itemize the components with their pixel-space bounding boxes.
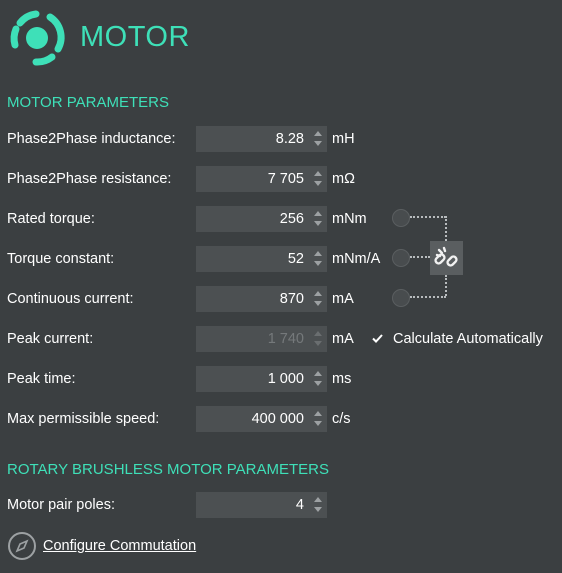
pole-pairs-value[interactable]: 4 — [295, 497, 304, 513]
rated-torque-input[interactable]: 256 — [196, 206, 327, 232]
continuous-current-label: Continuous current: — [7, 291, 134, 307]
max-speed-unit: c/s — [332, 411, 351, 427]
link-connector-line — [445, 216, 447, 241]
row-torque-constant: Torque constant: 52 mNm/A — [7, 246, 557, 272]
increment-arrow-icon[interactable] — [314, 411, 322, 416]
link-connector-line — [410, 216, 446, 218]
row-rated-torque: Rated torque: 256 mNm — [7, 206, 557, 232]
decrement-arrow-icon[interactable] — [314, 261, 322, 266]
link-toggle-button[interactable] — [430, 241, 463, 275]
max-speed-value[interactable]: 400 000 — [251, 411, 304, 427]
rated-torque-label: Rated torque: — [7, 211, 95, 227]
link-connector-line — [410, 296, 446, 298]
link-connector-line — [445, 275, 447, 296]
decrement-arrow-icon[interactable] — [314, 221, 322, 226]
section-title-motor-parameters: MOTOR PARAMETERS — [7, 94, 169, 111]
rated-torque-value[interactable]: 256 — [279, 211, 304, 227]
link-knob-rated-torque[interactable] — [392, 209, 410, 227]
increment-arrow-icon[interactable] — [314, 497, 322, 502]
row-peak-current: Peak current: 1 740 mA — [7, 326, 557, 352]
increment-arrow-icon — [314, 331, 322, 336]
row-inductance: Phase2Phase inductance: 8.28 mH — [7, 126, 557, 152]
increment-arrow-icon[interactable] — [314, 171, 322, 176]
link-knob-continuous-current[interactable] — [392, 289, 410, 307]
configure-commutation-link[interactable]: Configure Commutation — [7, 530, 196, 562]
torque-constant-input[interactable]: 52 — [196, 246, 327, 272]
peak-current-value: 1 740 — [267, 331, 304, 347]
resistance-label: Phase2Phase resistance: — [7, 171, 172, 187]
continuous-current-input[interactable]: 870 — [196, 286, 327, 312]
inductance-label: Phase2Phase inductance: — [7, 131, 176, 147]
continuous-current-unit: mA — [332, 291, 354, 307]
decrement-arrow-icon[interactable] — [314, 381, 322, 386]
peak-current-input: 1 740 — [196, 326, 327, 352]
row-max-speed: Max permissible speed: 400 000 c/s — [7, 406, 557, 432]
increment-arrow-icon[interactable] — [314, 211, 322, 216]
torque-constant-label: Torque constant: — [7, 251, 115, 267]
header — [6, 8, 68, 68]
peak-current-unit: mA — [332, 331, 354, 347]
rated-torque-unit: mNm — [332, 211, 367, 227]
peak-time-input[interactable]: 1 000 — [196, 366, 327, 392]
calculate-automatically-label[interactable]: Calculate Automatically — [393, 331, 543, 347]
resistance-value[interactable]: 7 705 — [267, 171, 304, 187]
decrement-arrow-icon[interactable] — [314, 507, 322, 512]
peak-time-value[interactable]: 1 000 — [267, 371, 304, 387]
decrement-arrow-icon[interactable] — [314, 141, 322, 146]
peak-time-label: Peak time: — [7, 371, 76, 387]
page-title: MOTOR — [80, 21, 190, 53]
row-pole-pairs: Motor pair poles: 4 — [7, 492, 557, 518]
decrement-arrow-icon[interactable] — [314, 301, 322, 306]
peak-time-unit: ms — [332, 371, 352, 387]
pole-pairs-input[interactable]: 4 — [196, 492, 327, 518]
peak-current-label: Peak current: — [7, 331, 94, 347]
inductance-value[interactable]: 8.28 — [275, 131, 304, 147]
increment-arrow-icon[interactable] — [314, 291, 322, 296]
link-connector-line — [410, 256, 430, 258]
increment-arrow-icon[interactable] — [314, 251, 322, 256]
torque-constant-value[interactable]: 52 — [287, 251, 304, 267]
link-knob-torque-constant[interactable] — [392, 249, 410, 267]
max-speed-input[interactable]: 400 000 — [196, 406, 327, 432]
pole-pairs-label: Motor pair poles: — [7, 497, 115, 513]
row-peak-time: Peak time: 1 000 ms — [7, 366, 557, 392]
torque-constant-unit: mNm/A — [332, 251, 381, 267]
decrement-arrow-icon[interactable] — [314, 181, 322, 186]
increment-arrow-icon[interactable] — [314, 371, 322, 376]
calculate-automatically-checkbox[interactable] — [371, 332, 384, 345]
configure-commutation-label[interactable]: Configure Commutation — [43, 538, 197, 554]
continuous-current-value[interactable]: 870 — [279, 291, 304, 307]
inductance-input[interactable]: 8.28 — [196, 126, 327, 152]
max-speed-label: Max permissible speed: — [7, 411, 160, 427]
resistance-input[interactable]: 7 705 — [196, 166, 327, 192]
compass-icon — [8, 532, 36, 560]
increment-arrow-icon[interactable] — [314, 131, 322, 136]
row-continuous-current: Continuous current: 870 mA — [7, 286, 557, 312]
row-resistance: Phase2Phase resistance: 7 705 mΩ — [7, 166, 557, 192]
decrement-arrow-icon[interactable] — [314, 421, 322, 426]
broken-link-icon — [434, 246, 458, 267]
inductance-unit: mH — [332, 131, 355, 147]
decrement-arrow-icon — [314, 341, 322, 346]
resistance-unit: mΩ — [332, 171, 355, 187]
section-title-rotary-parameters: ROTARY BRUSHLESS MOTOR PARAMETERS — [7, 461, 330, 478]
motor-logo-icon — [10, 10, 65, 66]
